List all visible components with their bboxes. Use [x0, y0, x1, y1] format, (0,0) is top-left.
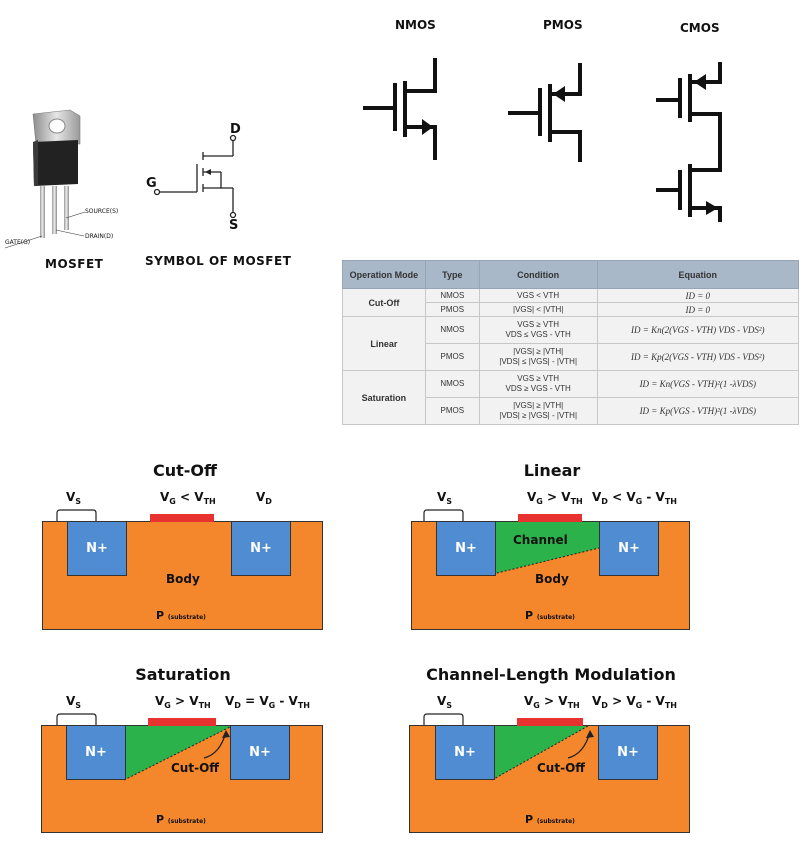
pin-source-label: SOURCE(S) — [85, 208, 118, 215]
header-operation-mode: Operation Mode — [343, 261, 426, 289]
equation-cell: ID = Kp(VGS - VTH)²(1 -λVDS) — [597, 398, 798, 425]
pinch-off-arrow-icon — [202, 728, 234, 762]
equation-cell: ID = Kn(VGS - VTH)²(1 -λVDS) — [597, 371, 798, 398]
gate-contact — [517, 718, 583, 726]
mode-saturation: Saturation — [343, 371, 426, 425]
mosfet-caption: MOSFET — [45, 257, 103, 271]
mode-linear: Linear — [343, 317, 426, 371]
vg-label: VG > VTH — [155, 694, 211, 710]
symbol-d-label: D — [230, 122, 241, 137]
condition-line: VDS ≤ VGS - VTH — [482, 330, 595, 340]
type-cell: NMOS — [425, 289, 479, 303]
vs-label: VS — [437, 694, 452, 710]
body-label: Body — [535, 572, 569, 586]
header-equation: Equation — [597, 261, 798, 289]
condition-line: |VDS| ≥ |VGS| - |VTH| — [482, 411, 595, 421]
gate-contact — [518, 514, 582, 522]
type-cell: PMOS — [425, 344, 479, 371]
condition-cell: |VGS| ≥ |VTH||VDS| ≤ |VGS| - |VTH| — [479, 344, 597, 371]
cutoff-region-label: Cut-Off — [537, 761, 585, 775]
condition-line: VGS ≥ VTH — [482, 320, 595, 330]
n-plus-source: N+ — [435, 725, 495, 780]
n-plus-drain: N+ — [598, 725, 658, 780]
n-plus-drain: N+ — [230, 725, 290, 780]
vg-label: VG > VTH — [527, 490, 583, 506]
cutoff-region-label: Cut-Off — [171, 761, 219, 775]
type-cell: PMOS — [425, 303, 479, 317]
equation-cell: ID = Kn(2(VGS - VTH) VDS - VDS²) — [597, 317, 798, 344]
equation-cell: ID = 0 — [597, 289, 798, 303]
condition-cell: |VGS| ≥ |VTH||VDS| ≥ |VGS| - |VTH| — [479, 398, 597, 425]
type-cell: NMOS — [425, 317, 479, 344]
condition-line: |VGS| ≥ |VTH| — [482, 401, 595, 411]
symbol-s-label: S — [229, 218, 238, 233]
condition-cell: |VGS| < |VTH| — [479, 303, 597, 317]
vd-label: VD — [256, 490, 272, 506]
condition-line: VDS ≥ VGS - VTH — [482, 384, 595, 394]
condition-line: VGS ≥ VTH — [482, 374, 595, 384]
condition-line: |VDS| ≤ |VGS| - |VTH| — [482, 357, 595, 367]
mode-cutoff: Cut-Off — [343, 289, 426, 317]
cmos-symbol-icon — [650, 60, 740, 230]
header-type: Type — [425, 261, 479, 289]
pin-drain-label: DRAIN(D) — [85, 233, 113, 240]
n-plus-source: N+ — [67, 521, 127, 576]
vd-label: VD = VG - VTH — [225, 694, 310, 710]
vd-label: VD > VG - VTH — [592, 694, 677, 710]
vs-label: VS — [437, 490, 452, 506]
mosfet-package-illustration — [0, 100, 140, 260]
n-plus-drain: N+ — [231, 521, 291, 576]
vg-label: VG < VTH — [160, 490, 216, 506]
cmos-title: CMOS — [680, 21, 720, 35]
equation-cell: ID = Kp(2(VGS - VTH) VDS - VDS²) — [597, 344, 798, 371]
substrate-label: P (substrate) — [525, 609, 575, 622]
n-plus-source: N+ — [436, 521, 496, 576]
gate-contact — [148, 718, 216, 726]
panel-title: Saturation — [98, 665, 268, 684]
header-condition: Condition — [479, 261, 597, 289]
table-header-row: Operation Mode Type Condition Equation — [343, 261, 799, 289]
condition-cell: VGS < VTH — [479, 289, 597, 303]
panel-title: Cut-Off — [100, 461, 270, 480]
type-cell: PMOS — [425, 398, 479, 425]
panel-title: Channel-Length Modulation — [420, 665, 682, 684]
nmos-symbol-icon — [360, 55, 450, 165]
pin-gate-label: GATE(G) — [5, 239, 30, 246]
substrate-label: P (substrate) — [156, 813, 206, 826]
equation-cell: ID = 0 — [597, 303, 798, 317]
pmos-title: PMOS — [543, 18, 583, 32]
n-plus-source: N+ — [66, 725, 126, 780]
symbol-caption: SYMBOL OF MOSFET — [145, 254, 291, 268]
condition-cell: VGS ≥ VTHVDS ≥ VGS - VTH — [479, 371, 597, 398]
table-row: Cut-Off NMOS VGS < VTH ID = 0 — [343, 289, 799, 303]
vd-label: VD < VG - VTH — [592, 490, 677, 506]
panel-title: Linear — [467, 461, 637, 480]
n-plus-drain: N+ — [599, 521, 659, 576]
vs-label: VS — [66, 490, 81, 506]
body-label: Body — [166, 572, 200, 586]
vs-label: VS — [66, 694, 81, 710]
vg-label: VG > VTH — [524, 694, 580, 710]
operation-mode-table: Operation Mode Type Condition Equation C… — [342, 260, 799, 425]
table-row: Saturation NMOS VGS ≥ VTHVDS ≥ VGS - VTH… — [343, 371, 799, 398]
gate-contact — [150, 514, 214, 522]
type-cell: NMOS — [425, 371, 479, 398]
condition-line: |VGS| ≥ |VTH| — [482, 347, 595, 357]
table-row: Linear NMOS VGS ≥ VTHVDS ≤ VGS - VTH ID … — [343, 317, 799, 344]
substrate-label: P (substrate) — [525, 813, 575, 826]
channel-label: Channel — [513, 533, 568, 547]
nmos-title: NMOS — [395, 18, 436, 32]
symbol-g-label: G — [146, 176, 157, 191]
substrate-label: P (substrate) — [156, 609, 206, 622]
pinch-off-arrow-icon — [566, 728, 598, 762]
pmos-symbol-icon — [505, 60, 595, 170]
condition-cell: VGS ≥ VTHVDS ≤ VGS - VTH — [479, 317, 597, 344]
channel-region — [493, 522, 599, 576]
